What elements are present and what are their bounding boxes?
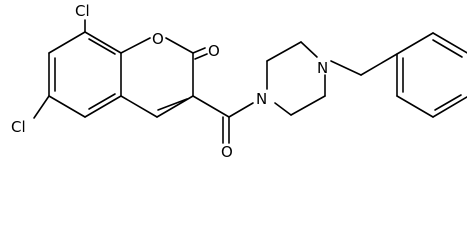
amide-oxygen-label: O [221,143,233,161]
chloro-substituents [33,19,86,119]
amine-n1-label: N [256,90,267,108]
ring-oxygen-label: O [152,30,164,48]
cl-top-label: Cl [75,2,90,20]
cl-bottom-label: Cl [11,118,26,136]
amine-n2-label: N [317,59,328,77]
chemical-structure-drawing: Cl Cl O O O N N [11,2,467,161]
pyranone-ring [120,37,208,118]
lactone-oxygen-label: O [208,42,220,60]
amide-linker [192,95,254,144]
piperazine-ring [266,41,326,116]
structure-canvas: Cl Cl O O O N N [11,2,467,161]
atom-labels: Cl Cl O O O N N [11,2,328,161]
benzo-ring [48,31,122,118]
benzyl-group [330,32,467,118]
